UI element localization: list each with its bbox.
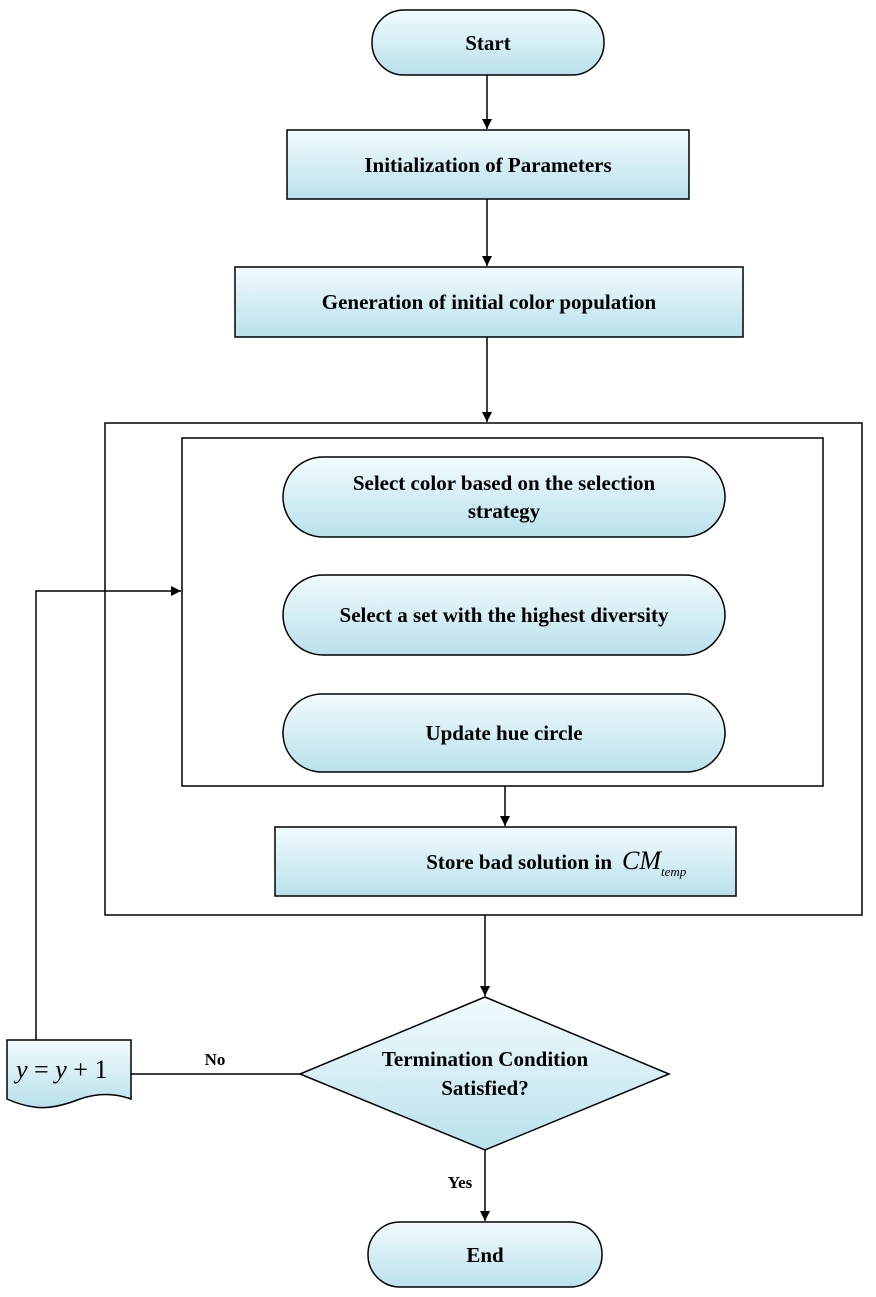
store-bad-label: Store bad solution in [426,850,612,874]
decision-label-line2: Satisfied? [441,1076,529,1100]
increment-node: y = y + 1 [6,1039,132,1109]
update-hue-node: Update hue circle [282,693,726,773]
increment-plus: + [67,1055,95,1084]
no-label: No [205,1050,226,1069]
init-params-label: Initialization of Parameters [364,153,611,177]
start-node: Start [371,9,605,76]
start-label: Start [465,31,511,55]
end-label: End [466,1243,504,1267]
generation-label: Generation of initial color population [322,290,657,314]
select-diversity-node: Select a set with the highest diversity [282,574,726,656]
loop-back-line [35,586,181,1040]
select-color-label-line2: strategy [468,499,541,523]
store-bad-node: Store bad solution in CMtemp [274,826,737,897]
select-color-node: Select color based on the selection stra… [282,456,726,538]
select-diversity-label: Select a set with the highest diversity [340,603,669,627]
yes-label: Yes [448,1173,473,1192]
increment-expression: y = y + 1 [13,1055,107,1084]
increment-eq: = [28,1055,56,1084]
update-hue-label: Update hue circle [425,721,582,745]
store-bad-variable: CMtemp [622,846,687,879]
select-color-label-line1: Select color based on the selection [353,471,656,495]
inner-loop-box [181,437,824,787]
outer-loop-box [104,422,863,916]
increment-num: 1 [94,1055,107,1084]
store-bad-variable-main: CM [622,846,662,875]
decision-label-line1: Termination Condition [382,1047,589,1071]
increment-rhs-var: y [52,1055,67,1084]
increment-lhs: y [13,1055,28,1084]
init-params-node: Initialization of Parameters [286,129,690,200]
store-bad-variable-sub: temp [661,864,687,879]
end-node: End [367,1221,603,1288]
decision-node: Termination Condition Satisfied? [298,996,671,1151]
generation-node: Generation of initial color population [234,266,744,338]
